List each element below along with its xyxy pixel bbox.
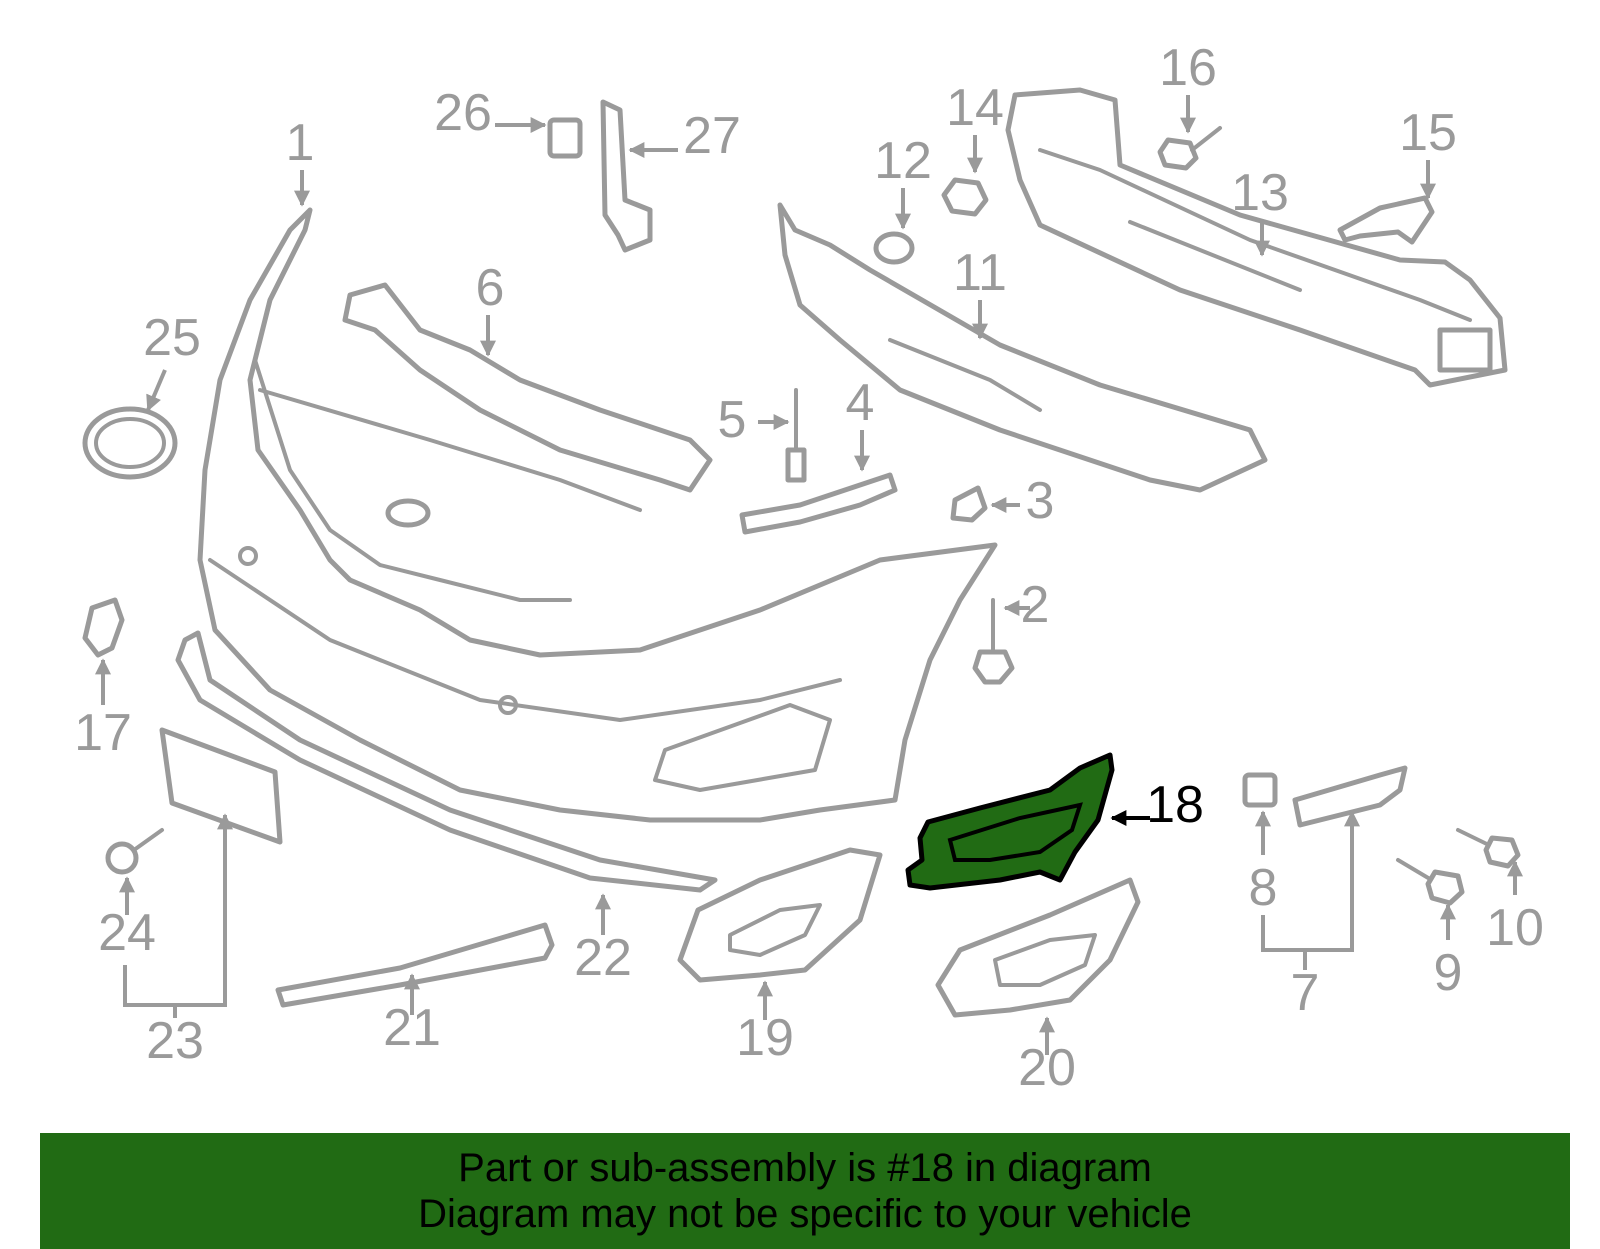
callout-16-label: 16: [1159, 39, 1217, 97]
callout-19-label: 19: [736, 1009, 794, 1067]
part-12-washer: [873, 231, 915, 265]
part-3-clip: [950, 485, 988, 523]
callout-18-label: 18: [1146, 776, 1204, 834]
part-21-moulding: [275, 922, 555, 1008]
part-25-emblem: [82, 406, 178, 480]
part-2-bolt: [972, 598, 1015, 685]
callout-25-arrow: [146, 369, 167, 412]
part-22-lower-lip: [175, 630, 718, 893]
part-27-bracket: [600, 99, 653, 253]
callout-4-label: 4: [846, 374, 875, 432]
part-4-bracket: [739, 472, 898, 535]
part-24-screw: [105, 828, 164, 875]
banner-line-2: Diagram may not be specific to your vehi…: [418, 1192, 1192, 1236]
part-9-bolt: [1396, 858, 1465, 906]
part-6-grille-bracket: [342, 282, 713, 493]
info-banner: Part or sub-assembly is #18 in diagram D…: [40, 1133, 1570, 1249]
callout-27-label: 27: [683, 107, 741, 165]
part-1-bumper-cover: [197, 207, 998, 823]
part-18-highlighted[interactable]: [905, 752, 1115, 891]
bracket-23: [123, 820, 227, 1018]
part-17-tow-cover: [82, 597, 125, 658]
callout-21-label: 21: [383, 999, 441, 1057]
part-15-bracket: [1337, 195, 1435, 245]
callout-11-label: 11: [953, 244, 1007, 302]
part-14-nut: [941, 177, 989, 217]
part-13-bumper-beam: [1005, 87, 1508, 388]
part-16-bolt: [1157, 126, 1222, 171]
part-11-absorber: [777, 202, 1268, 493]
callout-20-label: 20: [1018, 1039, 1076, 1097]
callout-25-label: 25: [143, 309, 201, 367]
callout-14-label: 14: [946, 79, 1004, 137]
callout-6-label: 6: [476, 259, 505, 317]
callout-2-label: 2: [1021, 576, 1050, 634]
part-5-pin: [785, 388, 807, 483]
part-26-clip: [547, 117, 583, 159]
callout-10-label: 10: [1486, 899, 1544, 957]
callout-17-label: 17: [74, 704, 132, 762]
callout-23-label: 23: [146, 1012, 204, 1070]
callout-1-label: 1: [286, 114, 315, 172]
callout-5-label: 5: [718, 391, 747, 449]
part-8-clip: [1242, 772, 1278, 808]
part-7-drl: [1292, 765, 1408, 828]
callout-8-label: 8: [1249, 859, 1278, 917]
callout-22-label: 22: [574, 929, 632, 987]
callout-24-label: 24: [98, 904, 156, 962]
callout-3-label: 3: [1026, 472, 1055, 530]
callout-9-label: 9: [1434, 944, 1463, 1002]
callout-12-label: 12: [874, 132, 932, 190]
callout-7-label: 7: [1291, 964, 1320, 1022]
part-19-fog-cover: [677, 847, 883, 983]
part-23-license-bracket: [159, 727, 283, 845]
bracket-7: [1261, 820, 1354, 970]
callout-26-label: 26: [434, 84, 492, 142]
part-20-fog-cover: [935, 877, 1141, 1018]
callout-13-label: 13: [1231, 164, 1289, 222]
part-10-bolt: [1456, 828, 1521, 869]
banner-line-1: Part or sub-assembly is #18 in diagram: [458, 1146, 1152, 1190]
callout-15-label: 15: [1399, 104, 1457, 162]
